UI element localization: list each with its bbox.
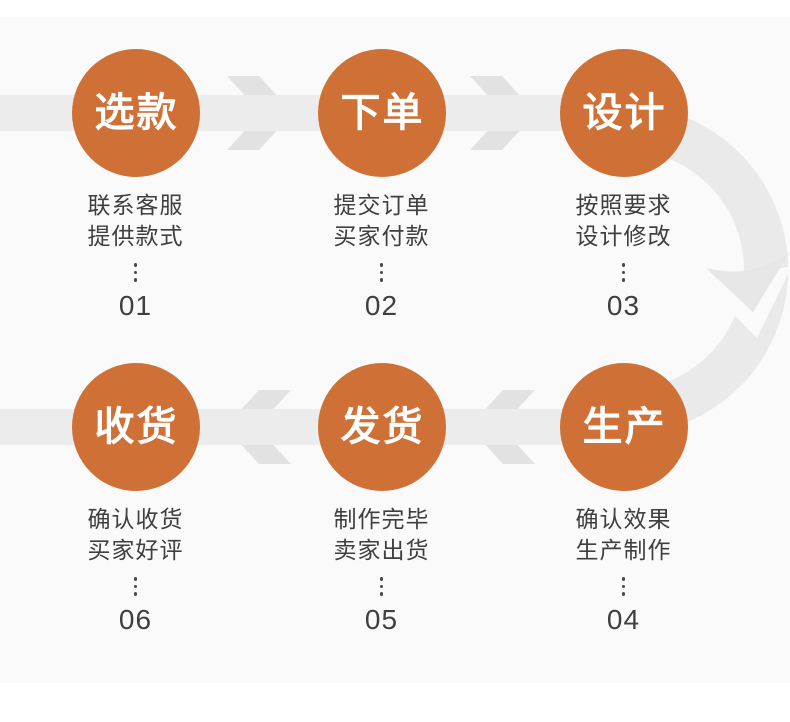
- step-description: 制作完毕 卖家出货: [334, 504, 430, 566]
- step-title: 下单: [340, 91, 425, 135]
- step-card-03: 设计 按照要求 设计修改 03: [492, 49, 755, 320]
- step-description-line1: 联系客服: [87, 192, 184, 218]
- step-title: 发货: [340, 405, 425, 449]
- step-number: 03: [606, 289, 641, 321]
- step-card-04: 生产 确认效果 生产制作 04: [492, 363, 755, 634]
- step-description-line2: 卖家出货: [333, 537, 430, 563]
- step-title: 设计: [582, 91, 667, 135]
- step-description-line1: 确认收货: [87, 506, 184, 532]
- step-number: 04: [606, 603, 641, 635]
- step-card-01: 选款 联系客服 提供款式 01: [4, 49, 267, 320]
- step-description: 提交订单 买家付款: [334, 190, 430, 252]
- step-number: 06: [118, 603, 153, 635]
- step-number: 05: [364, 603, 399, 635]
- step-circle: 发货: [317, 363, 446, 491]
- step-number: 02: [364, 289, 399, 321]
- step-description: 确认效果 生产制作: [576, 504, 672, 566]
- step-circle: 选款: [71, 49, 200, 177]
- ellipsis-dots-icon: [133, 263, 138, 282]
- step-description-line1: 提交订单: [333, 192, 430, 218]
- ellipsis-dots-icon: [621, 263, 626, 282]
- step-card-05: 发货 制作完毕 卖家出货 05: [250, 363, 513, 634]
- ellipsis-dots-icon: [379, 577, 384, 596]
- step-description-line2: 买家好评: [87, 537, 184, 563]
- step-title: 选款: [94, 91, 179, 135]
- step-circle: 下单: [317, 49, 446, 177]
- step-circle: 生产: [559, 363, 688, 491]
- step-card-06: 收货 确认收货 买家好评 06: [4, 363, 267, 634]
- ellipsis-dots-icon: [379, 263, 384, 282]
- step-description-line2: 生产制作: [575, 537, 672, 563]
- step-circle: 设计: [559, 49, 688, 177]
- step-title: 收货: [94, 405, 179, 449]
- flow-arc-arrow-icon: [609, 104, 790, 435]
- step-card-02: 下单 提交订单 买家付款 02: [250, 49, 513, 320]
- step-title: 生产: [582, 405, 667, 449]
- step-description-line2: 提供款式: [87, 223, 184, 249]
- step-description-line2: 买家付款: [333, 223, 430, 249]
- step-description-line1: 制作完毕: [333, 506, 430, 532]
- step-circle: 收货: [71, 363, 200, 491]
- ellipsis-dots-icon: [621, 577, 626, 596]
- step-description-line2: 设计修改: [575, 223, 672, 249]
- step-description: 确认收货 买家好评: [88, 504, 184, 566]
- step-description: 按照要求 设计修改: [576, 190, 672, 252]
- step-number: 01: [118, 289, 153, 321]
- step-description-line1: 按照要求: [575, 192, 672, 218]
- ellipsis-dots-icon: [133, 577, 138, 596]
- step-description-line1: 确认效果: [575, 506, 672, 532]
- step-description: 联系客服 提供款式: [88, 190, 184, 252]
